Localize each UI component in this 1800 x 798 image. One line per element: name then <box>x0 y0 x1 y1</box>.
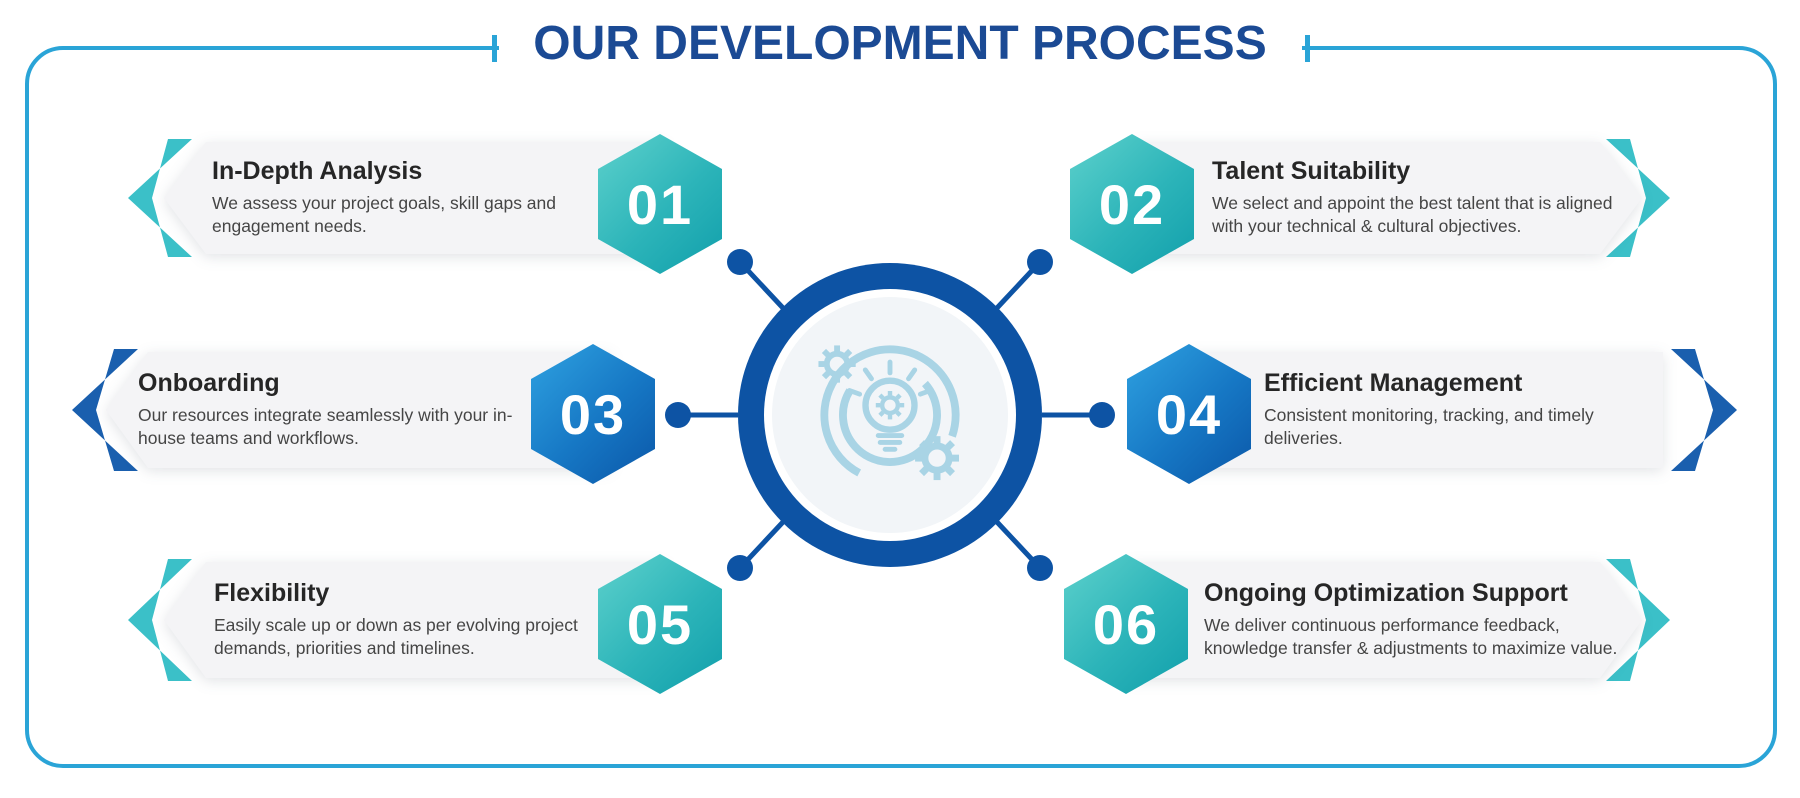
step-number-badge: 01 <box>598 134 722 274</box>
step-title: Ongoing Optimization Support <box>1204 579 1568 608</box>
frame-title-gap <box>499 42 1302 54</box>
step-banner-05: Flexibility Easily scale up or down as p… <box>164 562 664 678</box>
step-desc: Our resources integrate seamlessly with … <box>138 404 513 448</box>
step-number: 04 <box>1155 382 1223 446</box>
step-number: 03 <box>559 382 627 446</box>
step-banner-02: Talent Suitability We select and appoint… <box>1136 142 1642 254</box>
step-banner-03: Onboarding Our resources integrate seaml… <box>106 352 610 468</box>
step-desc: We deliver continuous performance feedba… <box>1204 614 1618 658</box>
step-title: In-Depth Analysis <box>212 157 423 186</box>
step-number: 05 <box>626 592 694 656</box>
step-number: 06 <box>1092 592 1160 656</box>
step-desc: We assess your project goals, skill gaps… <box>212 192 557 236</box>
step-title: Talent Suitability <box>1212 157 1411 186</box>
step-desc: We select and appoint the best talent th… <box>1212 192 1613 236</box>
step-banner-04: Efficient Management Consistent monitori… <box>1190 352 1663 468</box>
hub-inner-circle <box>772 297 1008 533</box>
title-rule-left-tick <box>492 35 497 62</box>
step-number: 01 <box>626 172 694 236</box>
idea-gears-icon <box>818 345 960 485</box>
step-number: 02 <box>1098 172 1166 236</box>
title-rule-right-tick <box>1305 35 1310 62</box>
page-title: OUR DEVELOPMENT PROCESS <box>533 17 1267 70</box>
step-title: Efficient Management <box>1264 369 1523 398</box>
step-desc: Easily scale up or down as per evolving … <box>214 614 578 658</box>
step-title: Onboarding <box>138 369 280 398</box>
step-desc: Consistent monitoring, tracking, and tim… <box>1264 404 1594 448</box>
step-title: Flexibility <box>214 579 330 608</box>
step-number-badge: 03 <box>531 344 655 484</box>
central-hub <box>738 263 1042 567</box>
step-banner-01: In-Depth Analysis We assess your project… <box>164 142 664 254</box>
hub-white-ring <box>764 289 1016 541</box>
step-banner-06: Ongoing Optimization Support We deliver … <box>1130 562 1642 678</box>
